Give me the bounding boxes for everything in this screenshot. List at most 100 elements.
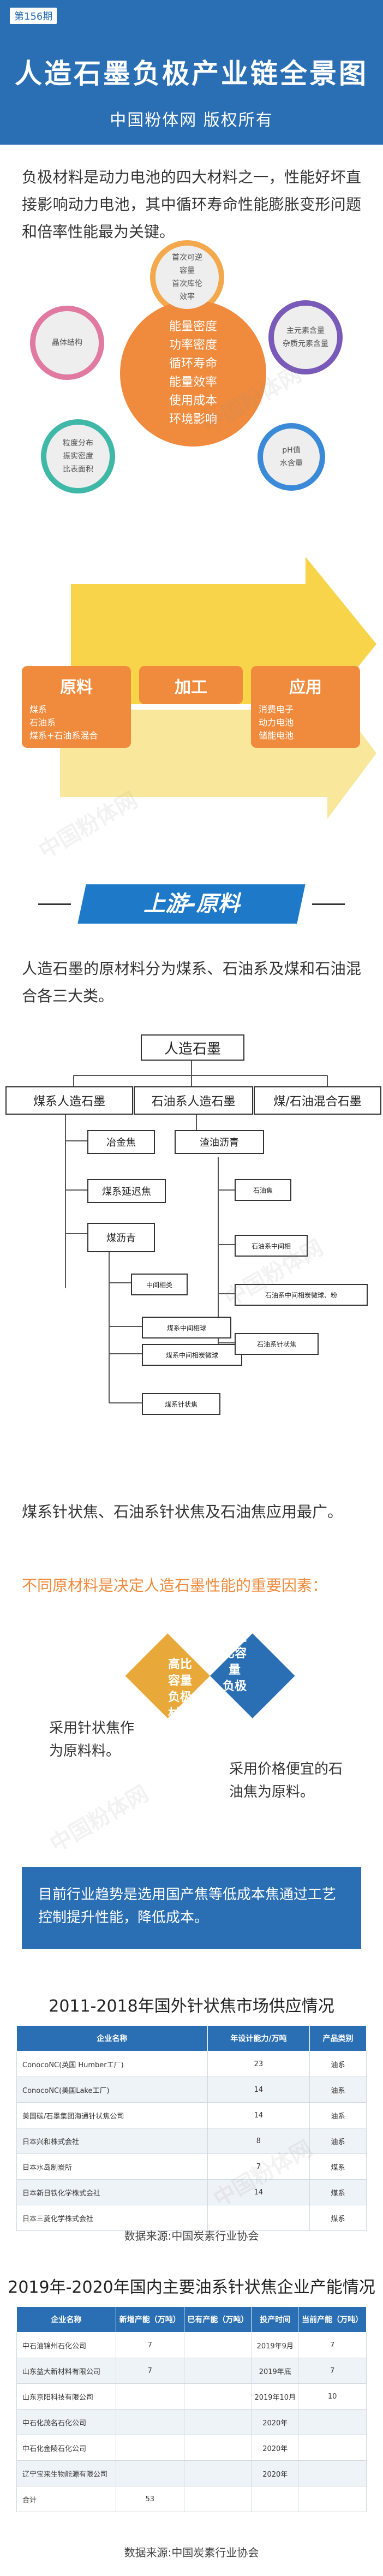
sat-top: 首次可逆 容量 首次库伦 效率	[155, 246, 219, 309]
flow-item: 石油系	[29, 717, 56, 728]
table2-header: 当前产能（万吨）	[298, 2306, 367, 2333]
table1-source: 数据来源:中国炭素行业协会	[124, 2229, 259, 2242]
tree-coal-node: 煤沥青	[87, 1223, 155, 1252]
card-high-line: 负极材料	[167, 1691, 192, 1721]
table2-cell	[298, 2486, 367, 2512]
sat-bottom-right-line: pH值	[282, 446, 301, 455]
flow-item: 煤系	[29, 704, 47, 715]
table1-cell: 日本三菱化学株式会社	[16, 2205, 208, 2231]
section-heading: 上游-原料	[77, 884, 306, 924]
table1-header: 企业名称	[16, 2025, 208, 2051]
table1-cell: 油系	[309, 2102, 367, 2128]
flow-item: 煤系+石油系混合	[29, 730, 98, 741]
sat-bottom-left-line: 比表面积	[63, 465, 93, 474]
table1-cell: 7	[207, 2153, 310, 2180]
table1-cell: 油系	[309, 2051, 367, 2077]
table2-cell: 2020年	[252, 2460, 299, 2486]
table2-cell: 山东京阳科技有限公司	[16, 2383, 117, 2410]
table1-cell: 日本新日铁化学株式会社	[16, 2179, 208, 2205]
sat-bottom-right: pH值 水含量	[263, 429, 320, 485]
upstream-intro: 人造石墨的原材料分为煤系、石油系及煤和石油混合各三大类。	[22, 960, 361, 1005]
flow-stage-title: 原料	[60, 678, 93, 697]
card-high-text: 高比容量 负极材料	[164, 1657, 196, 1722]
flow-stage-app: 应用 消费电子 动力电池 储能电池	[251, 666, 360, 748]
table1-row: 日本三菱化学株式会社 煤系	[16, 2205, 367, 2231]
flow-item: 消费电子	[259, 704, 294, 715]
table2-cell: 中石油锦州石化公司	[16, 2332, 117, 2358]
hub-center-line: 能量效率	[169, 376, 217, 389]
tree-oil-node: 渣油沥青	[175, 1130, 264, 1154]
page-title: 人造石墨负极产业链全景图	[15, 58, 368, 90]
table2-cell: 2019年9月	[252, 2332, 299, 2358]
sat-top-line: 首次库伦	[172, 279, 202, 288]
table2-cell: 7	[298, 2358, 367, 2384]
table1-cell: 美国碳/石墨集团海通针状焦公司	[16, 2102, 208, 2128]
table2-cell	[183, 2358, 253, 2384]
table1-cell: 14	[207, 2077, 310, 2103]
sat-bottom-left: 粒度分布 振实密度 比表面积	[46, 425, 110, 488]
table2-cell: 10	[298, 2383, 367, 2410]
sat-top-line: 效率	[179, 293, 195, 301]
needle-right-note: 采用价格便宜的石油焦为原料。	[229, 1761, 343, 1800]
tree-oil-sub: 石油焦	[235, 1179, 291, 1201]
flow-item: 动力电池	[259, 717, 294, 728]
table1: 企业名称 年设计能力/万吨 产品类别 ConocoNC(英国 Humber工厂)…	[16, 2025, 367, 2231]
card-normal-line: 负极	[222, 1680, 247, 1693]
table2-header: 企业名称	[16, 2306, 117, 2333]
table2-cell: 中石化茂名石化公司	[16, 2409, 117, 2435]
hub-center-line: 功率密度	[169, 338, 217, 352]
performance-hub: 能量密度 功率密度 循环寿命 能量效率 使用成本 环境影响 首次可逆 容量 首次…	[22, 235, 361, 540]
tree-oil-sub: 石油系中间相	[235, 1235, 308, 1257]
table2-cell: 2019年10月	[252, 2383, 299, 2410]
table1-cell: 23	[207, 2051, 310, 2077]
flow-item: 储能电池	[259, 730, 294, 741]
table2-cell: 中石化金陵石化公司	[16, 2435, 117, 2461]
card-normal-line: 普通比容量	[222, 1631, 247, 1677]
tree-coal-sub: 煤系中间相球	[142, 1317, 231, 1338]
table2-cell	[298, 2435, 367, 2461]
trend-callout: 目前行业趋势是选用国产焦等低成本焦通过工艺控制提升性能，降低成本。	[22, 1867, 361, 1949]
table2-header: 新增产能（万吨）	[116, 2306, 184, 2333]
sat-top-line: 首次可逆	[172, 253, 202, 262]
table2-cell: 2020年	[252, 2409, 299, 2435]
sat-top-line: 容量	[179, 266, 195, 275]
tree-coal-sub: 煤系针状焦	[142, 1393, 220, 1415]
table1-cell: ConocoNC(美国Lake工厂)	[16, 2077, 208, 2103]
tree-oil: 石油系人造石墨	[134, 1086, 253, 1115]
table2-cell: 7	[116, 2332, 184, 2358]
watermark: 中国粉体网	[45, 1781, 153, 1858]
table1-cell: 14	[207, 2102, 310, 2128]
flow-stage-title: 加工	[175, 678, 207, 697]
table1-cell: 14	[207, 2179, 310, 2205]
hub-center-line: 循环寿命	[169, 357, 217, 371]
card-normal-text: 普通比容量 负极	[218, 1629, 251, 1695]
table2-cell: 合计	[16, 2486, 117, 2512]
sat-right-line: 主元素含量	[286, 326, 325, 335]
flow-stage-title: 应用	[289, 678, 322, 697]
issue-badge: 第156期	[10, 8, 57, 24]
page-subtitle: 中国粉体网 版权所有	[110, 111, 273, 130]
needle-text: 煤系针状焦、石油系针状焦及石油焦应用最广。	[22, 1503, 343, 1521]
sat-left-line: 晶体结构	[52, 338, 82, 347]
table1-cell: 日本兴和株式会社	[16, 2128, 208, 2154]
needle-highlight: 不同原材料是决定人造石墨性能的重要因素：	[22, 1576, 328, 1595]
table1-cell: 日本水岛制炭所	[16, 2153, 208, 2180]
table2-cell: 53	[116, 2486, 184, 2512]
table1-cell: 煤系	[309, 2205, 367, 2231]
table1-cell: 油系	[309, 2128, 367, 2154]
table2-row: 中石化茂名石化公司 2020年	[16, 2409, 367, 2435]
tree-coal-sub: 煤系中间相炭微球	[142, 1344, 242, 1366]
table1-header: 产品类别	[309, 2025, 367, 2051]
table1-cell: 油系	[309, 2077, 367, 2103]
tree-oil-sub2: 石油系针状焦	[235, 1333, 319, 1355]
header-banner: 第156期 人造石墨负极产业链全景图 中国粉体网 版权所有	[0, 0, 383, 145]
sat-right-line: 杂质元素含量	[283, 340, 328, 348]
table2-cell	[116, 2435, 184, 2461]
table2-header: 已有产能（万吨）	[183, 2306, 253, 2333]
